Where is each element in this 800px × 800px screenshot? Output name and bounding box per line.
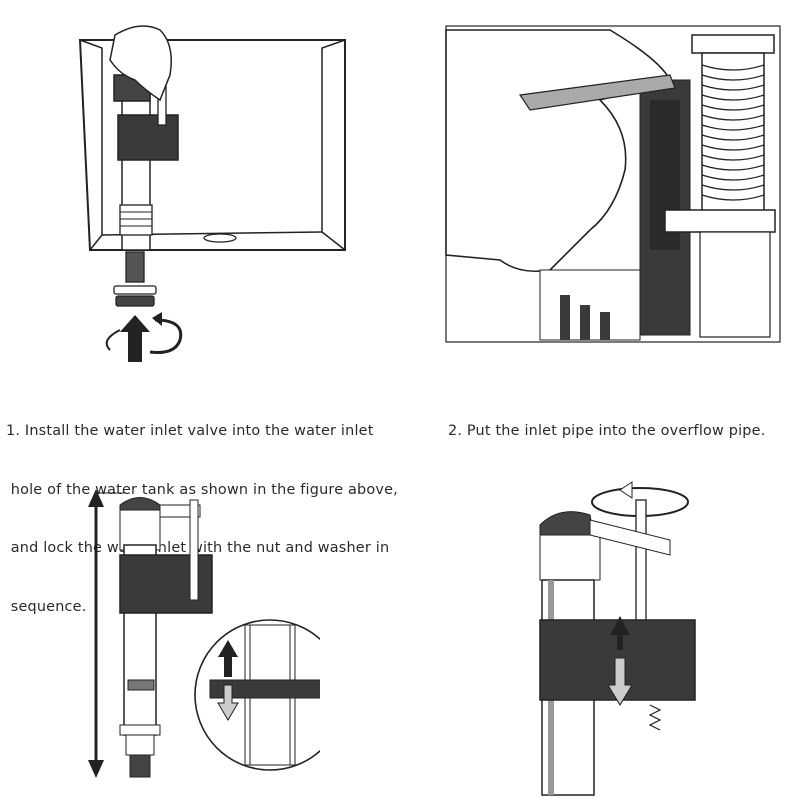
up-down-arrow-icon (607, 616, 633, 706)
caption-line: 2. Put the inlet pipe into the overflow … (448, 423, 766, 439)
caption-line: sequence. (6, 598, 87, 615)
illustration-float-adjust (520, 480, 720, 800)
step-2-caption: 2. Put the inlet pipe into the overflow … (448, 383, 798, 461)
illustration-overflow-pipe (440, 20, 785, 350)
illustration-valve-height (80, 485, 320, 795)
height-arrow-icon (88, 489, 104, 778)
rotate-arrow-icon (105, 312, 183, 354)
caption-line: 1. Install the water inlet valve into th… (6, 423, 374, 439)
up-arrow-icon (218, 640, 238, 677)
illustration-install-valve (60, 20, 370, 370)
up-arrow-icon (120, 315, 150, 362)
